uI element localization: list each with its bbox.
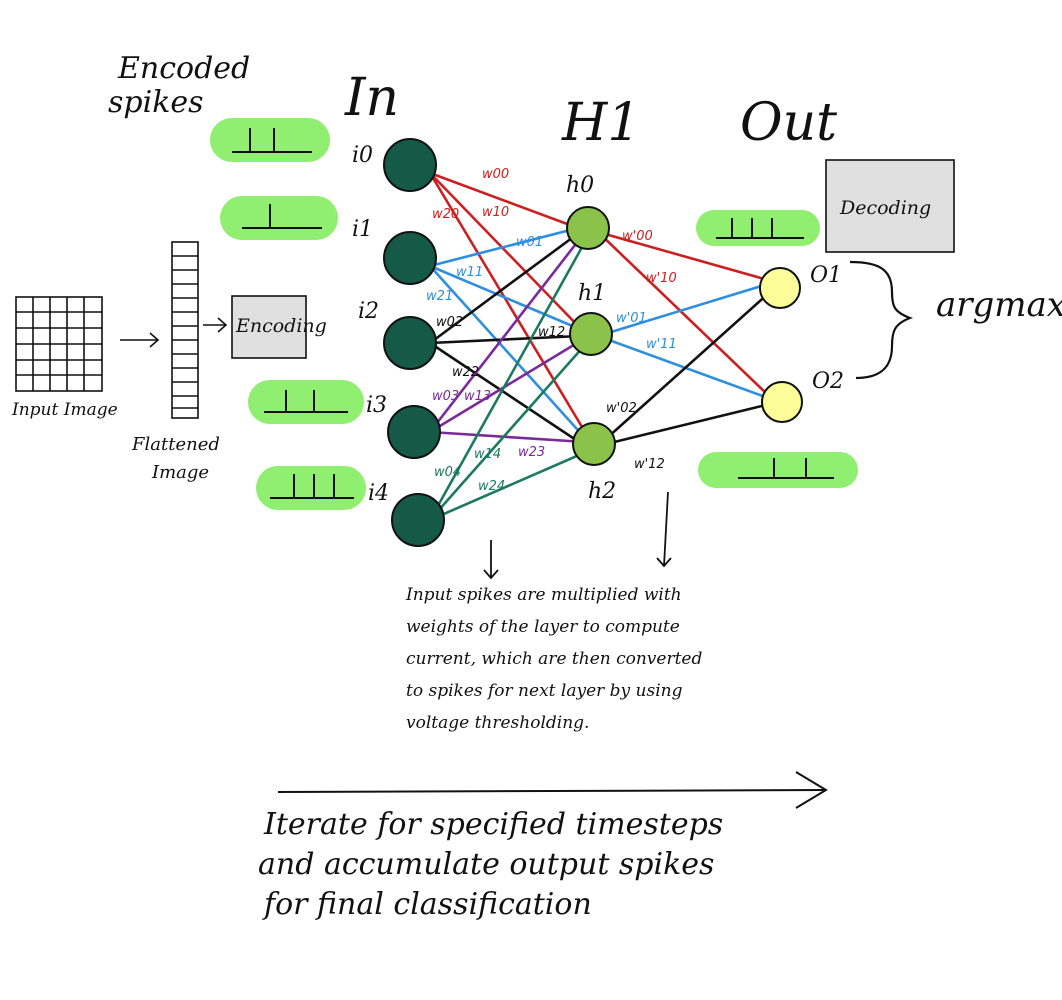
label-i2: i2 xyxy=(358,299,379,324)
label-i0: i0 xyxy=(352,143,373,168)
pointer-arrows xyxy=(483,491,672,580)
weight-wp00: w'00 xyxy=(622,229,653,244)
argmax-brace xyxy=(849,260,914,380)
weight-w20: w20 xyxy=(432,207,459,222)
note-line-4: to spikes for next layer by using xyxy=(406,681,683,701)
weight-w10: w10 xyxy=(482,205,509,220)
note-line-3: current, which are then converted xyxy=(406,649,702,669)
arrow-to-encoding xyxy=(203,317,228,333)
node-o2 xyxy=(761,381,803,423)
layer-out-title: Out xyxy=(740,93,837,153)
note-line-5: voltage thresholding. xyxy=(406,713,589,733)
input-nodes xyxy=(383,138,445,547)
weight-w01: w01 xyxy=(516,235,543,250)
weight-w13: w13 xyxy=(464,389,491,404)
node-h2 xyxy=(572,422,616,466)
node-i3 xyxy=(387,405,441,459)
arrow-to-flattened xyxy=(120,332,160,348)
weight-w02: w02 xyxy=(436,315,463,330)
node-i0 xyxy=(383,138,437,192)
spike-pill-i1 xyxy=(220,196,338,240)
output-nodes xyxy=(759,267,803,423)
weight-w11: w11 xyxy=(456,265,483,280)
note-line-1: Input spikes are multiplied with xyxy=(405,585,682,605)
weight-wp11: w'11 xyxy=(646,337,677,352)
weight-wp01: w'01 xyxy=(616,311,647,326)
flattened-label-1: Flattened xyxy=(131,434,220,455)
node-h1 xyxy=(569,312,613,356)
weight-w22: w22 xyxy=(452,365,479,380)
input-spike-pills xyxy=(210,118,366,510)
decoding-label: Decoding xyxy=(839,197,931,219)
layer-in-title: In xyxy=(344,68,399,128)
output-spike-pills xyxy=(696,210,858,488)
decoding-box xyxy=(825,159,955,253)
node-o1 xyxy=(759,267,801,309)
weight-w00: w00 xyxy=(482,167,509,182)
label-h2: h2 xyxy=(588,479,616,504)
weight-wp02: w'02 xyxy=(606,401,637,416)
footer-line-2: and accumulate output spikes xyxy=(258,847,714,882)
note-line-2: weights of the layer to compute xyxy=(406,617,680,637)
hidden-nodes xyxy=(566,206,616,466)
node-i1 xyxy=(383,231,437,285)
spike-pill-i3 xyxy=(248,380,364,424)
input-image-label: Input Image xyxy=(11,400,118,420)
weight-w14: w14 xyxy=(474,447,501,462)
footer-text: Iterate for specified timesteps and accu… xyxy=(258,807,723,922)
argmax-label: argmax xyxy=(936,285,1062,325)
footer-line-3: for final classification xyxy=(262,887,592,922)
label-o2: O2 xyxy=(812,369,844,394)
flattened-label-2: Image xyxy=(151,462,209,483)
weight-w24: w24 xyxy=(478,479,505,494)
explanation-note: Input spikes are multiplied with weights… xyxy=(405,585,702,733)
spike-pill-i4 xyxy=(256,466,366,510)
edges-hidden-output xyxy=(597,230,771,448)
node-h0 xyxy=(566,206,610,250)
node-i2 xyxy=(383,316,437,370)
weight-wp12: w'12 xyxy=(634,457,665,472)
weight-w23: w23 xyxy=(518,445,545,460)
encoded-spikes-label-1: Encoded xyxy=(117,51,250,86)
weight-w03: w03 xyxy=(432,389,459,404)
spike-pill-i0 xyxy=(210,118,330,162)
weight-w04: w04 xyxy=(434,465,461,480)
input-image-grid xyxy=(15,296,103,392)
footer-line-1: Iterate for specified timesteps xyxy=(263,807,723,842)
spike-pill-o1 xyxy=(696,210,820,246)
label-h0: h0 xyxy=(566,173,594,198)
encoded-spikes-label-2: spikes xyxy=(108,85,204,120)
timestep-arrow xyxy=(277,771,828,809)
edges-input-hidden xyxy=(428,171,588,522)
flattened-image xyxy=(171,241,199,419)
label-o1: O1 xyxy=(810,263,842,288)
label-h1: h1 xyxy=(578,281,606,306)
layer-h1-title: H1 xyxy=(561,93,640,153)
weight-w12: w12 xyxy=(538,325,565,340)
weight-labels: w00 w20 w10 w01 w11 w21 w02 w12 w22 w03 … xyxy=(426,167,677,494)
label-i4: i4 xyxy=(368,481,389,506)
label-i1: i1 xyxy=(352,217,373,242)
node-i4 xyxy=(391,493,445,547)
weight-w21: w21 xyxy=(426,289,453,304)
encoding-label: Encoding xyxy=(235,315,327,337)
spike-pill-o2 xyxy=(698,452,858,488)
encoding-box xyxy=(231,295,307,359)
weight-wp10: w'10 xyxy=(646,271,677,286)
label-i3: i3 xyxy=(366,393,387,418)
